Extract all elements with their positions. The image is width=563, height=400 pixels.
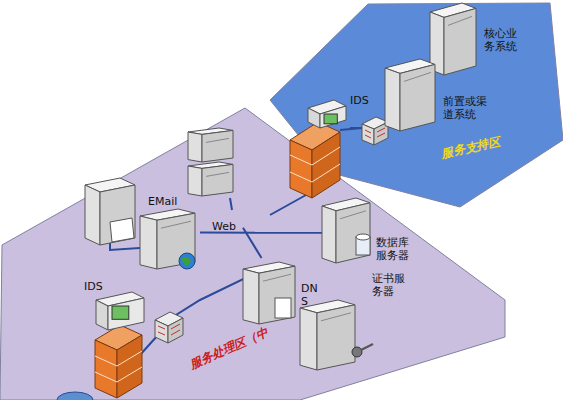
node-label: Web [212, 220, 236, 233]
ids-screen [112, 306, 129, 319]
server-side [322, 206, 336, 263]
ids-screen [324, 114, 337, 124]
server-front [259, 266, 295, 324]
ids-front [108, 298, 144, 330]
ids-side [308, 108, 320, 128]
server-front [444, 8, 476, 75]
node-label: IDS [350, 94, 369, 107]
server-side [385, 68, 400, 131]
node-label: 核心业务系统 [484, 27, 524, 53]
server-slot [340, 211, 366, 219]
server-node: 数据库服务器 [322, 198, 442, 268]
server-node: 证书服务器 [300, 270, 410, 375]
server-node: Web [188, 128, 243, 238]
server-slot [404, 72, 431, 81]
node-label: 前置或渠道系统 [443, 95, 491, 121]
server-front [202, 164, 233, 196]
globe-land [181, 257, 191, 266]
key-symbol [352, 347, 362, 357]
server-node: 前置或渠道系统 [385, 55, 495, 135]
server-node: EMail [140, 195, 200, 270]
server-side [188, 166, 202, 196]
server-slot [161, 221, 191, 228]
zone-band: 服务处理区（中EMailWeb数据库服务器DNS证书服务器IDS [0, 105, 510, 400]
ids-side [96, 300, 108, 330]
server-slot [263, 274, 291, 281]
zone-shape [0, 108, 505, 400]
document-symbol [275, 298, 291, 318]
server-node: IDS [308, 92, 378, 132]
globe-symbol [179, 253, 195, 269]
database-cap [356, 234, 370, 240]
server-side [188, 132, 202, 162]
server-node: 核心业务系统 [430, 3, 525, 78]
server-slot [206, 138, 229, 142]
server-slot [448, 16, 472, 25]
server-front [400, 64, 435, 131]
server-side [300, 308, 317, 370]
node-label: IDS [84, 280, 103, 293]
node-label: EMail [148, 195, 177, 208]
zone-outline [0, 105, 510, 400]
server-slot [321, 313, 351, 321]
ids-front [320, 106, 346, 128]
server-front [157, 213, 195, 269]
server-node: IDS [84, 280, 149, 335]
server-front [336, 203, 370, 263]
server-side [243, 269, 259, 324]
server-slot [206, 172, 229, 176]
node-label: 数据库服务器 [376, 236, 416, 262]
server-side [140, 216, 157, 269]
node-label: 证书服务器 [372, 272, 412, 298]
server-front [317, 305, 355, 370]
server-front [202, 130, 233, 162]
key-shaft [361, 344, 373, 350]
